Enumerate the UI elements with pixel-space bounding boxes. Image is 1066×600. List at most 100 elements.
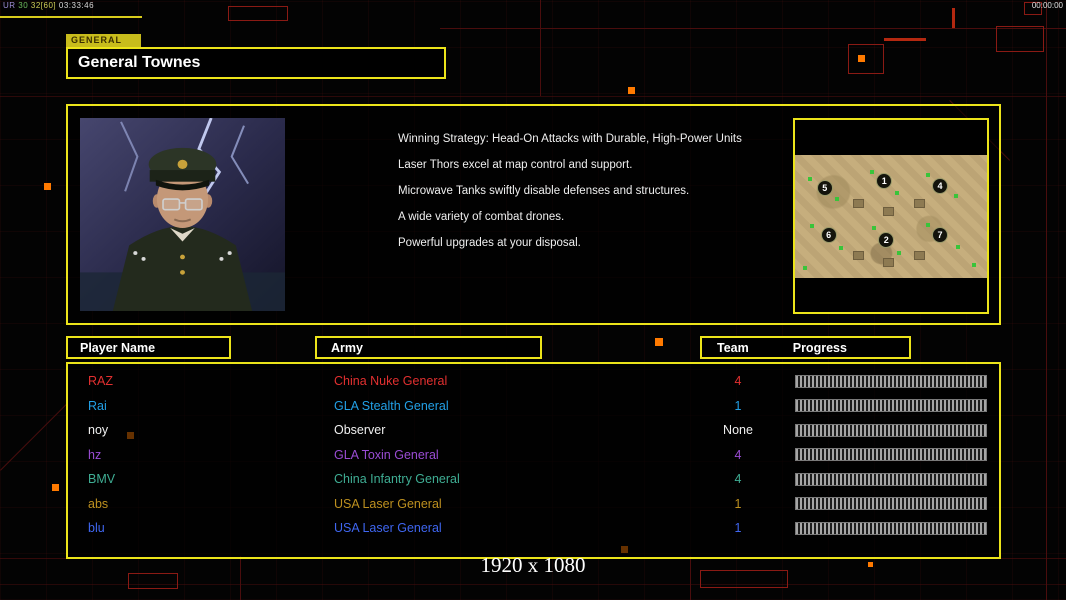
player-start-dot [802,265,807,270]
player-army: Observer [334,423,386,438]
player-name: blu [88,521,105,536]
player-name: noy [88,423,109,438]
circuit-box [1024,2,1042,15]
player-progress-fill [796,522,986,534]
player-team: 1 [734,398,742,413]
top-hud-bar: UR 30 32[60] 03:33:46 00:00:00 [0,0,1066,11]
player-start-dot [869,169,874,174]
player-start-dot [810,223,815,228]
network-stat-segment: UR [3,1,19,10]
player-start-dot [835,196,840,201]
circuit-line [1046,0,1047,600]
player-row: Rai GLA Stealth General 1 [68,394,999,419]
player-name: RAZ [88,374,113,389]
header-player-name: Player Name [66,336,231,359]
player-name: Rai [88,398,107,413]
circuit-line [952,8,955,28]
player-start-dot [839,246,844,251]
circuit-line [884,38,926,41]
orange-square-decoration [44,183,51,190]
player-start-dot [956,244,961,249]
player-team: 4 [734,447,742,462]
map-structure [852,199,864,209]
map-structure [852,250,864,260]
strategy-paragraph: Powerful upgrades at your disposal. [398,236,581,249]
strategy-paragraph: Winning Strategy: Head-On Attacks with D… [398,133,742,145]
general-name-box: General Townes [66,47,446,79]
circuit-line [240,556,241,600]
circuit-box [848,44,884,74]
circuit-line [540,0,541,96]
player-start-dot [925,173,930,178]
orange-square-decoration [858,55,865,62]
map-structure [914,250,926,260]
strategy-paragraph: Laser Thors excel at map control and sup… [398,158,633,171]
player-progress-bar [795,497,987,511]
circuit-line [440,28,1066,29]
orange-square-decoration [628,87,635,94]
player-team: 4 [734,374,742,389]
map-structure [883,206,895,216]
player-start-dot [925,222,930,227]
orange-square-decoration [868,562,873,567]
general-tab-label: GENERAL [66,34,141,47]
player-start-dot [971,263,976,268]
strategy-text: Winning Strategy: Head-On Attacks with D… [398,132,746,262]
player-progress-bar [795,448,987,462]
header-army: Army [315,336,542,359]
circuit-line [690,556,691,600]
circuit-line [0,584,1066,585]
player-progress-fill [796,473,986,485]
player-progress-bar [795,472,987,486]
general-info-panel: Winning Strategy: Head-On Attacks with D… [66,104,1001,325]
portrait-art [80,118,285,311]
header-team-progress: Team Progress [700,336,911,359]
player-army: GLA Toxin General [334,447,439,462]
spawn-marker: 2 [878,231,895,248]
player-progress-fill [796,400,986,412]
circuit-box [700,570,788,588]
orange-square-decoration [52,484,59,491]
player-army: USA Laser General [334,521,442,536]
spawn-marker: 7 [932,226,948,243]
network-stat-segment: 03:33:46 [58,1,95,10]
network-stat-segment: 30 [18,1,31,10]
hud-divider-line [0,16,142,18]
spawn-marker: 5 [816,179,833,196]
circuit-box [996,26,1044,52]
general-name: General Townes [78,54,201,71]
circuit-line [0,402,68,471]
header-player-name-label: Player Name [80,340,156,355]
map-structure [883,258,895,268]
player-progress-fill [796,449,986,461]
player-start-dot [808,177,813,182]
player-start-dot [871,226,876,231]
spawn-marker: 4 [932,177,948,194]
player-progress-bar [795,423,987,437]
orange-square-decoration [655,338,663,346]
strategy-paragraph: A wide variety of combat drones. [398,210,565,223]
strategy-paragraph: Microwave Tanks swiftly disable defenses… [398,184,690,197]
player-progress-bar [795,399,987,413]
player-army: GLA Stealth General [334,398,449,413]
player-army: USA Laser General [334,496,442,511]
circuit-box [228,6,288,21]
general-portrait [80,118,285,311]
player-name: abs [88,496,109,511]
spawn-marker: 6 [820,226,837,243]
player-start-dot [894,190,899,195]
map-structure [914,199,926,209]
player-team: 1 [734,521,742,536]
player-start-dot [954,194,959,199]
player-progress-fill [796,498,986,510]
header-army-label: Army [331,340,363,355]
circuit-line [0,96,1066,97]
game-timer: 00:00:00 [1031,1,1063,10]
player-name: BMV [88,472,116,487]
